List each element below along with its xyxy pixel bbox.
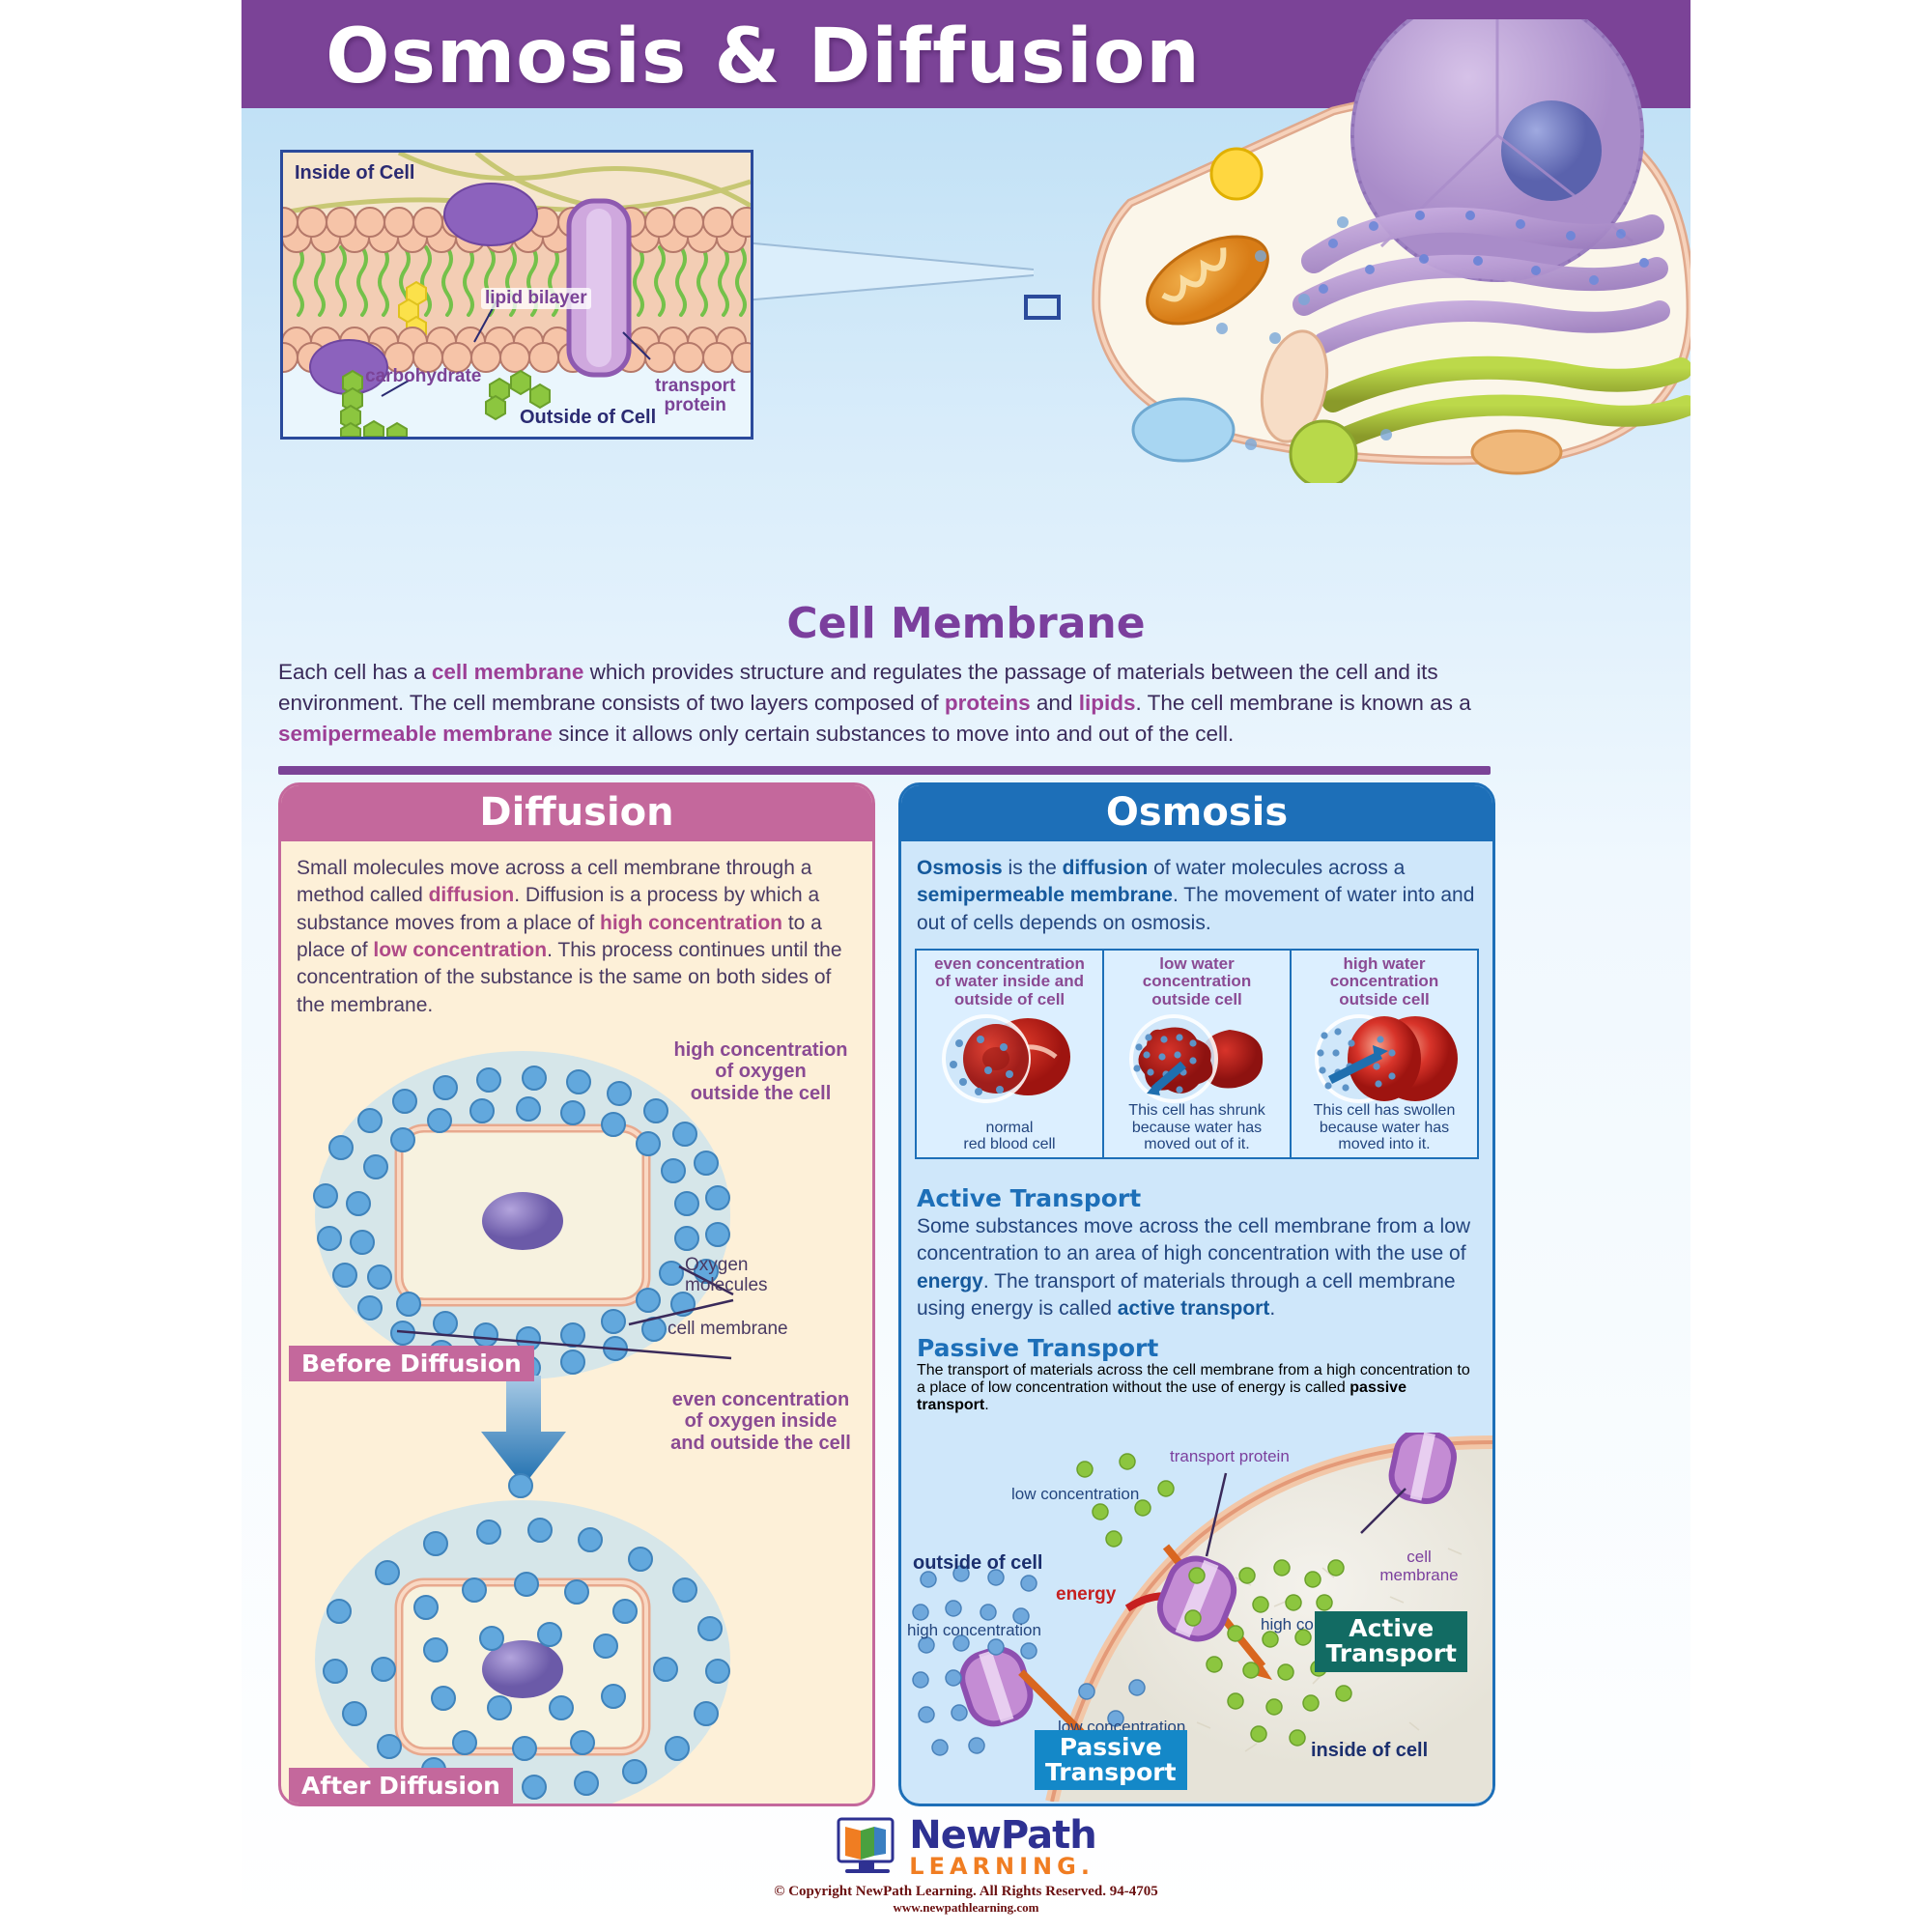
rbc-swollen-icon bbox=[1315, 1014, 1458, 1104]
panel-diffusion-title: Diffusion bbox=[281, 785, 872, 841]
label-oxygen-molecules: Oxygen molecules bbox=[685, 1255, 768, 1296]
active-transport-paragraph: Some substances move across the cell mem… bbox=[917, 1215, 1471, 1321]
cell-membrane-paragraph: Each cell has a cell membrane which prov… bbox=[278, 660, 1471, 746]
rbc-caption-bottom: This cell has shrunk because water has m… bbox=[1104, 1102, 1290, 1153]
tag-line: Transport bbox=[1325, 1639, 1457, 1668]
label-low-concentration-top: low concentration bbox=[1011, 1485, 1140, 1503]
footer: NewPath LEARNING. © Copyright NewPath Le… bbox=[242, 1816, 1690, 1916]
logo-wordmark: NewPath bbox=[909, 1813, 1097, 1858]
note-line: high concentration bbox=[673, 1039, 848, 1061]
transport-protein-line-1: transport bbox=[655, 376, 736, 397]
caption-line: outside cell bbox=[1339, 989, 1430, 1009]
book-monitor-icon bbox=[837, 1817, 895, 1873]
note-line: even concentration bbox=[671, 1389, 850, 1410]
rbc-caption-bottom: normal red blood cell bbox=[917, 1120, 1102, 1153]
rbc-caption-top: low water concentration outside cell bbox=[1104, 951, 1290, 1009]
label-carbohydrate: carbohydrate bbox=[365, 366, 482, 387]
label-high-concentration-outside: high concentration bbox=[907, 1621, 1041, 1639]
rbc-caption-top: even concentration of water inside and o… bbox=[917, 951, 1102, 1009]
poster-canvas: Osmosis & Diffusion bbox=[242, 0, 1690, 1932]
caption-line: normal bbox=[985, 1119, 1034, 1136]
label-inside-of-cell-transport: inside of cell bbox=[1311, 1740, 1429, 1761]
panel-osmosis: Osmosis Osmosis is the diffusion of wate… bbox=[898, 782, 1495, 1806]
label-inside-of-cell: Inside of Cell bbox=[295, 162, 415, 184]
rbc-caption-top: high water concentration outside cell bbox=[1292, 951, 1477, 1009]
panel-diffusion: Diffusion Small molecules move across a … bbox=[278, 782, 875, 1806]
caption-line: This cell has swollen bbox=[1313, 1102, 1456, 1120]
section-divider bbox=[278, 766, 1491, 775]
label-outside-of-cell: Outside of Cell bbox=[520, 407, 657, 428]
label-transport-protein-transport: transport protein bbox=[1170, 1447, 1290, 1465]
diffusion-cell-art bbox=[313, 1051, 734, 1804]
rbc-normal-icon bbox=[942, 1014, 1070, 1104]
caption-line: outside cell bbox=[1151, 989, 1242, 1009]
cell-membrane-detail-diagram: Inside of Cell Outside of Cell lipid bil… bbox=[280, 150, 753, 440]
caption-line: because water has bbox=[1131, 1119, 1263, 1136]
label-cell-membrane-diffusion: cell membrane bbox=[668, 1319, 788, 1339]
label-lipid-bilayer: lipid bilayer bbox=[481, 288, 591, 309]
tag-after-diffusion: After Diffusion bbox=[289, 1768, 513, 1804]
page-title: Osmosis & Diffusion bbox=[326, 14, 1201, 100]
passive-transport-paragraph: The transport of materials across the ce… bbox=[917, 1362, 1470, 1414]
logo-new: New bbox=[909, 1813, 1002, 1858]
osmosis-paragraph: Osmosis is the diffusion of water molecu… bbox=[917, 857, 1475, 934]
animal-cell-illustration bbox=[1024, 19, 1690, 483]
label-outside-of-cell-transport: outside of cell bbox=[913, 1552, 1043, 1574]
note-even-concentration: even concentration of oxygen inside and … bbox=[657, 1389, 865, 1454]
caption-line: because water has bbox=[1319, 1119, 1450, 1136]
logo-learning: LEARNING. bbox=[909, 1853, 1094, 1880]
caption-line: moved into it. bbox=[1338, 1136, 1431, 1153]
tag-line: Passive bbox=[1059, 1732, 1162, 1761]
passive-transport-heading: Passive Transport bbox=[917, 1334, 1159, 1363]
note-line: outside the cell bbox=[690, 1082, 832, 1104]
caption-line: moved out of it. bbox=[1144, 1136, 1250, 1153]
transport-figure: outside of cell low concentration transp… bbox=[907, 1433, 1492, 1802]
newpath-logo-text: NewPath LEARNING. bbox=[909, 1813, 1097, 1880]
caption-line: concentration bbox=[1142, 972, 1252, 991]
tag-active-transport: Active Transport bbox=[1315, 1611, 1467, 1672]
caption-line: red blood cell bbox=[963, 1136, 1056, 1153]
rbc-panel-normal: even concentration of water inside and o… bbox=[917, 951, 1104, 1158]
red-blood-cell-comparison-strip: even concentration of water inside and o… bbox=[915, 949, 1479, 1160]
diffusion-figure: high concentration of oxygen outside the… bbox=[281, 1032, 872, 1804]
oxygen-label-line: Oxygen bbox=[685, 1255, 749, 1275]
tag-line: Transport bbox=[1045, 1757, 1177, 1786]
oxygen-label-line: molecules bbox=[685, 1274, 768, 1295]
rbc-shrunk-icon bbox=[1129, 1014, 1264, 1104]
rbc-panel-swollen: high water concentration outside cell bbox=[1292, 951, 1477, 1157]
caption-line: concentration bbox=[1329, 972, 1439, 991]
label-cell-membrane-transport: cell membrane bbox=[1373, 1548, 1465, 1584]
cm-label-line: cell bbox=[1406, 1548, 1432, 1566]
label-transport-protein: transport protein bbox=[655, 377, 735, 415]
copyright-text: © Copyright NewPath Learning. All Rights… bbox=[774, 1884, 1158, 1899]
transport-protein-line-2: protein bbox=[664, 395, 726, 416]
rbc-panel-shrunk: low water concentration outside cell bbox=[1104, 951, 1292, 1158]
caption-line: even concentration bbox=[934, 954, 1085, 974]
newpath-logo: NewPath LEARNING. bbox=[242, 1816, 1690, 1878]
caption-line: This cell has shrunk bbox=[1128, 1102, 1265, 1120]
cell-membrane-heading: Cell Membrane bbox=[786, 599, 1146, 648]
panel-osmosis-title: Osmosis bbox=[901, 785, 1492, 841]
website-url: www.newpathlearning.com bbox=[893, 1900, 1039, 1915]
tag-before-diffusion: Before Diffusion bbox=[289, 1346, 534, 1381]
note-line: of oxygen bbox=[715, 1061, 807, 1083]
label-energy: energy bbox=[1056, 1584, 1117, 1605]
caption-line: low water bbox=[1159, 954, 1235, 974]
cm-label-line: membrane bbox=[1379, 1565, 1459, 1584]
note-high-concentration-outside: high concentration of oxygen outside the… bbox=[657, 1039, 865, 1104]
note-line: and outside the cell bbox=[670, 1432, 851, 1454]
diffusion-paragraph: Small molecules move across a cell membr… bbox=[297, 857, 842, 1016]
tag-line: Active bbox=[1349, 1614, 1435, 1642]
note-line: of oxygen inside bbox=[684, 1410, 838, 1433]
caption-line: outside of cell bbox=[953, 989, 1065, 1009]
lipid-bilayer-art bbox=[283, 153, 751, 437]
active-transport-heading: Active Transport bbox=[917, 1184, 1142, 1213]
rbc-caption-bottom: This cell has swollen because water has … bbox=[1292, 1102, 1477, 1153]
logo-path: Path bbox=[1000, 1813, 1097, 1858]
caption-line: of water inside and bbox=[935, 972, 1084, 991]
caption-line: high water bbox=[1343, 954, 1426, 974]
tag-passive-transport: Passive Transport bbox=[1035, 1729, 1187, 1790]
zoom-connector-lines bbox=[744, 242, 1034, 301]
